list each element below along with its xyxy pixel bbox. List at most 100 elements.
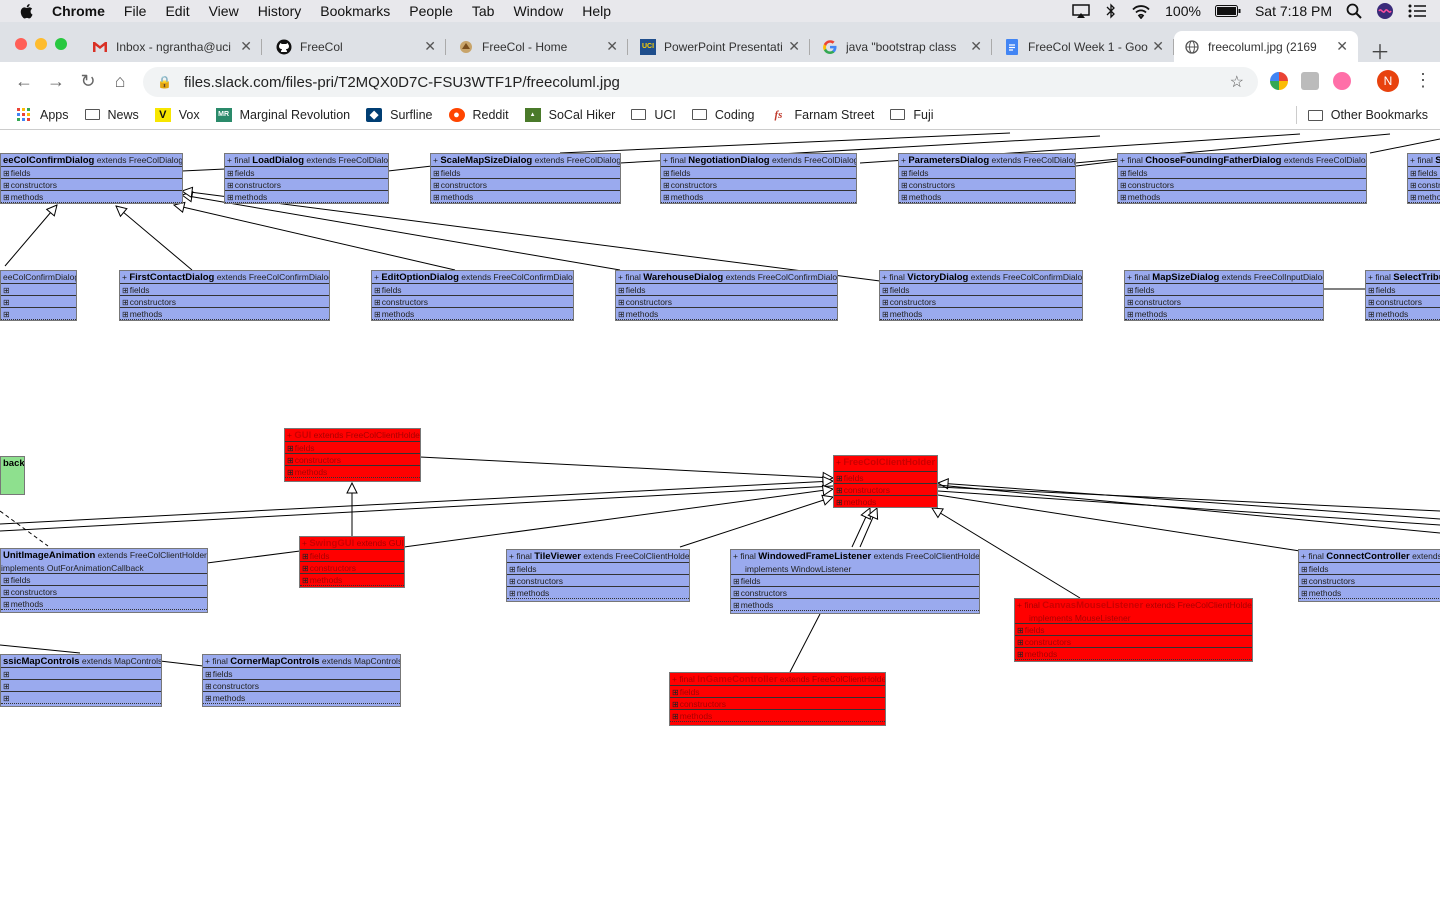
bookmark-label: Vox: [178, 107, 200, 122]
uml-class-box[interactable]: ssicMapControls extends MapControls: [0, 654, 162, 707]
home-icon[interactable]: ⌂: [114, 70, 126, 91]
other-bookmarks[interactable]: Other Bookmarks: [1295, 106, 1428, 124]
bookmark-news[interactable]: News: [84, 108, 139, 122]
siri-icon[interactable]: [1376, 2, 1394, 20]
bluetooth-icon[interactable]: [1105, 3, 1117, 19]
menu-view[interactable]: View: [208, 3, 239, 19]
menu-edit[interactable]: Edit: [165, 3, 190, 19]
menubar-clock[interactable]: Sat 7:18 PM: [1254, 3, 1332, 19]
apple-icon[interactable]: [18, 2, 36, 20]
uci-icon: UCI: [640, 38, 656, 55]
uml-class-box[interactable]: + final SelectTribu fieldsconstructorsme…: [1365, 270, 1440, 321]
uml-class-box[interactable]: eeColConfirmDialog extends FreeColDialog…: [0, 153, 183, 204]
extension-gray-icon[interactable]: [1301, 72, 1319, 90]
bookmark-reddit[interactable]: ●Reddit: [448, 107, 509, 122]
menu-tab[interactable]: Tab: [471, 3, 495, 19]
back-arrow-icon[interactable]: ←: [15, 70, 33, 91]
close-tab-icon[interactable]: ✕: [788, 38, 800, 54]
profile-avatar[interactable]: N: [1377, 70, 1399, 92]
minimize-window-button[interactable]: [35, 38, 47, 50]
close-tab-icon[interactable]: ✕: [1336, 38, 1348, 54]
bookmark-surfline[interactable]: ◆Surfline: [366, 107, 433, 122]
lock-icon[interactable]: 🔒: [157, 75, 172, 89]
notification-center-icon[interactable]: [1408, 4, 1426, 18]
uml-class-box[interactable]: + FreeColClientHolder fieldsconstructors…: [833, 455, 938, 508]
menu-bookmarks[interactable]: Bookmarks: [320, 3, 391, 19]
menu-window[interactable]: Window: [513, 3, 564, 19]
uml-class-box[interactable]: + SwingGUI extends GUI fieldsconstructor…: [299, 536, 405, 588]
extension-pink-icon[interactable]: [1333, 72, 1351, 90]
close-tab-icon[interactable]: ✕: [1152, 38, 1164, 54]
reload-icon[interactable]: ↻: [80, 70, 96, 91]
globe-icon: [1184, 39, 1200, 55]
bookmark-label: SoCal Hiker: [548, 107, 616, 122]
uml-class-box[interactable]: + final InGameController extends FreeCol…: [669, 672, 886, 726]
fs-icon: fs: [774, 108, 783, 121]
bookmark-uci[interactable]: UCI: [631, 108, 676, 122]
uml-diagram-image[interactable]: eeColConfirmDialog extends FreeColDialog…: [0, 131, 1440, 900]
uml-class-box[interactable]: + final CanvasMouseListener extends Free…: [1014, 598, 1253, 662]
uml-class-box[interactable]: + final S fieldsconstructorsmethods: [1407, 153, 1440, 204]
uml-class-box[interactable]: eeColConfirmDialog: [0, 270, 77, 321]
menu-app-chrome[interactable]: Chrome: [52, 3, 105, 19]
close-tab-icon[interactable]: ✕: [970, 38, 982, 54]
uml-class-box[interactable]: + final NegotiationDialog extends FreeCo…: [660, 153, 857, 204]
uml-class-box[interactable]: + ScaleMapSizeDialog extends FreeColDial…: [430, 153, 621, 204]
docs-icon: [1004, 38, 1020, 55]
bookmark-apps[interactable]: Apps: [16, 107, 69, 122]
bookmark-socal-hiker[interactable]: ▲SoCal Hiker: [524, 107, 616, 122]
uml-class-box[interactable]: + final LoadDialog extends FreeColDialog…: [224, 153, 389, 204]
uml-class-box[interactable]: + GUI extends FreeColClientHolder fields…: [284, 428, 421, 482]
spotlight-search-icon[interactable]: [1346, 3, 1362, 19]
extension-chrome-icon[interactable]: [1270, 72, 1288, 90]
menubar-status-area: 100% Sat 7:18 PM: [1071, 0, 1426, 22]
tab-freecol-github[interactable]: FreeCol ✕: [266, 31, 446, 62]
folder-icon: [84, 109, 100, 120]
tab-freecol-home[interactable]: FreeCol - Home ✕: [448, 31, 628, 62]
uml-class-box[interactable]: + final ChooseFoundingFatherDialog exten…: [1117, 153, 1367, 204]
battery-icon[interactable]: [1214, 5, 1241, 17]
bookmark-fuji[interactable]: Fuji: [890, 108, 934, 122]
browser-toolbar: ← → ↻ ⌂ 🔒 files.slack.com/files-pri/T2MQ…: [0, 62, 1440, 100]
close-window-button[interactable]: [15, 38, 27, 50]
bookmark-star-icon[interactable]: ☆: [1229, 74, 1244, 91]
menu-help[interactable]: Help: [582, 3, 612, 19]
tab-powerpoint[interactable]: UCI PowerPoint Presentati ✕: [630, 31, 810, 62]
uml-class-box[interactable]: + EditOptionDialog extends FreeColConfir…: [371, 270, 574, 321]
uml-class-box[interactable]: + ParametersDialog extends FreeColDialog…: [898, 153, 1076, 204]
uml-class-box[interactable]: + final CornerMapControls extends MapCon…: [202, 654, 401, 707]
uml-class-box[interactable]: + final ConnectController extends fields…: [1298, 549, 1440, 602]
uml-class-box[interactable]: back: [0, 456, 25, 495]
tab-gmail[interactable]: Inbox - ngrantha@uci ✕: [82, 31, 262, 62]
menu-history[interactable]: History: [257, 3, 302, 19]
bookmark-label: Surfline: [390, 107, 433, 122]
tab-google-docs[interactable]: FreeCol Week 1 - Goo ✕: [994, 31, 1174, 62]
uml-class-box[interactable]: + FirstContactDialog extends FreeColConf…: [119, 270, 330, 321]
close-tab-icon[interactable]: ✕: [606, 38, 618, 54]
new-tab-button[interactable]: ＋: [1370, 42, 1390, 64]
uml-class-box[interactable]: + final MapSizeDialog extends FreeColInp…: [1124, 270, 1324, 321]
menu-file[interactable]: File: [123, 3, 147, 19]
close-tab-icon[interactable]: ✕: [240, 38, 252, 54]
forward-arrow-icon[interactable]: →: [47, 70, 65, 91]
bookmark-coding[interactable]: Coding: [691, 108, 754, 122]
uml-class-box[interactable]: UnitImageAnimation extends FreeColClient…: [0, 548, 208, 613]
airplay-icon[interactable]: [1071, 3, 1091, 19]
uml-class-box[interactable]: + final TileViewer extends FreeColClient…: [506, 549, 690, 602]
wifi-icon[interactable]: [1131, 4, 1151, 19]
browser-chrome: Inbox - ngrantha@uci ✕ FreeCol ✕ FreeCol…: [0, 22, 1440, 130]
address-bar[interactable]: 🔒 files.slack.com/files-pri/T2MQX0D7C-FS…: [143, 67, 1258, 97]
uml-class-box[interactable]: + final VictoryDialog extends FreeColCon…: [879, 270, 1083, 321]
tab-freecoluml-active[interactable]: freecoluml.jpg (2169 ✕: [1174, 31, 1358, 62]
gmail-icon: [92, 39, 108, 55]
uml-class-box[interactable]: + final WindowedFrameListener extends Fr…: [730, 549, 980, 614]
tab-google-search[interactable]: java "bootstrap class ✕: [812, 31, 992, 62]
menu-people[interactable]: People: [409, 3, 453, 19]
chrome-menu-icon[interactable]: ⋮: [1414, 70, 1432, 90]
uml-class-box[interactable]: + final WarehouseDialog extends FreeColC…: [615, 270, 838, 321]
close-tab-icon[interactable]: ✕: [424, 38, 436, 54]
zoom-window-button[interactable]: [55, 38, 67, 50]
